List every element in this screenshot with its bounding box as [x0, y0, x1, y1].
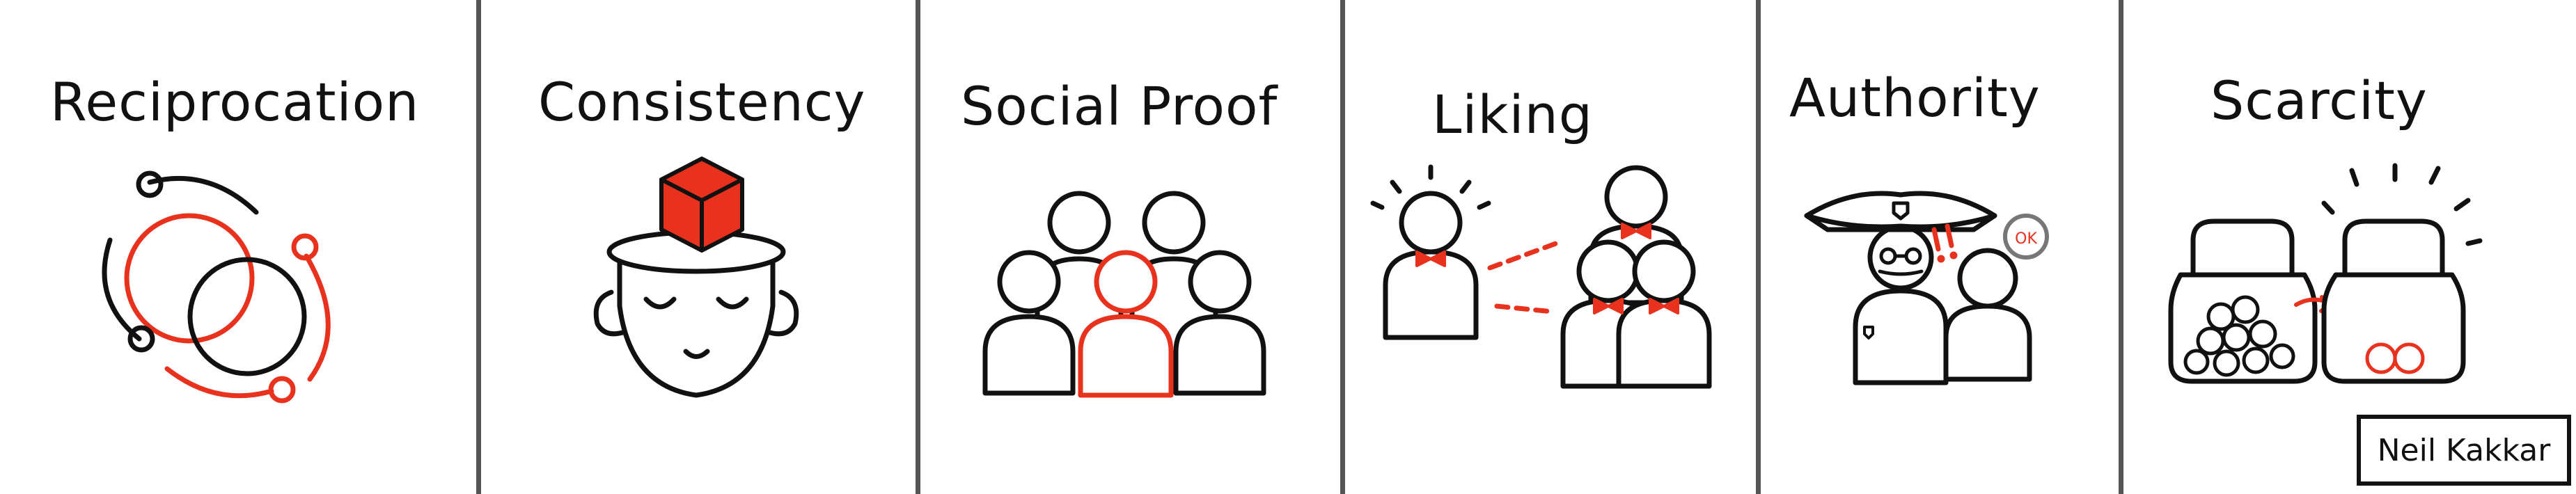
panel-title-liking: Liking [1432, 83, 1593, 145]
panel-title-reciprocation: Reciprocation [50, 71, 420, 133]
reciprocation-orbits-icon [102, 170, 331, 404]
panel-divider [1756, 0, 1761, 494]
scarce-jar-icon [2321, 163, 2483, 384]
ok-badge: OK [2003, 214, 2049, 260]
panel-divider [476, 0, 481, 494]
full-jar-icon [2168, 218, 2318, 384]
consistency-head-icon [593, 230, 799, 398]
panel-divider [2119, 0, 2123, 494]
crowd-icon [982, 191, 1266, 398]
author-signature: Neil Kakkar [2357, 415, 2571, 486]
panel-divider [1340, 0, 1345, 494]
police-officer-icon [1804, 191, 1997, 385]
ok-badge-label: OK [2015, 230, 2037, 248]
alarm-marks-icon [1931, 223, 1958, 263]
panel-title-consistency: Consistency [538, 71, 866, 133]
listener-person-icon [1943, 248, 2032, 382]
liking-people-icon [1370, 164, 1712, 389]
panel-title-authority: Authority [1789, 67, 2041, 129]
cube-icon [659, 157, 744, 253]
panel-divider [916, 0, 920, 494]
panel-title-social-proof: Social Proof [961, 75, 1278, 137]
panel-title-scarcity: Scarcity [2210, 70, 2428, 132]
